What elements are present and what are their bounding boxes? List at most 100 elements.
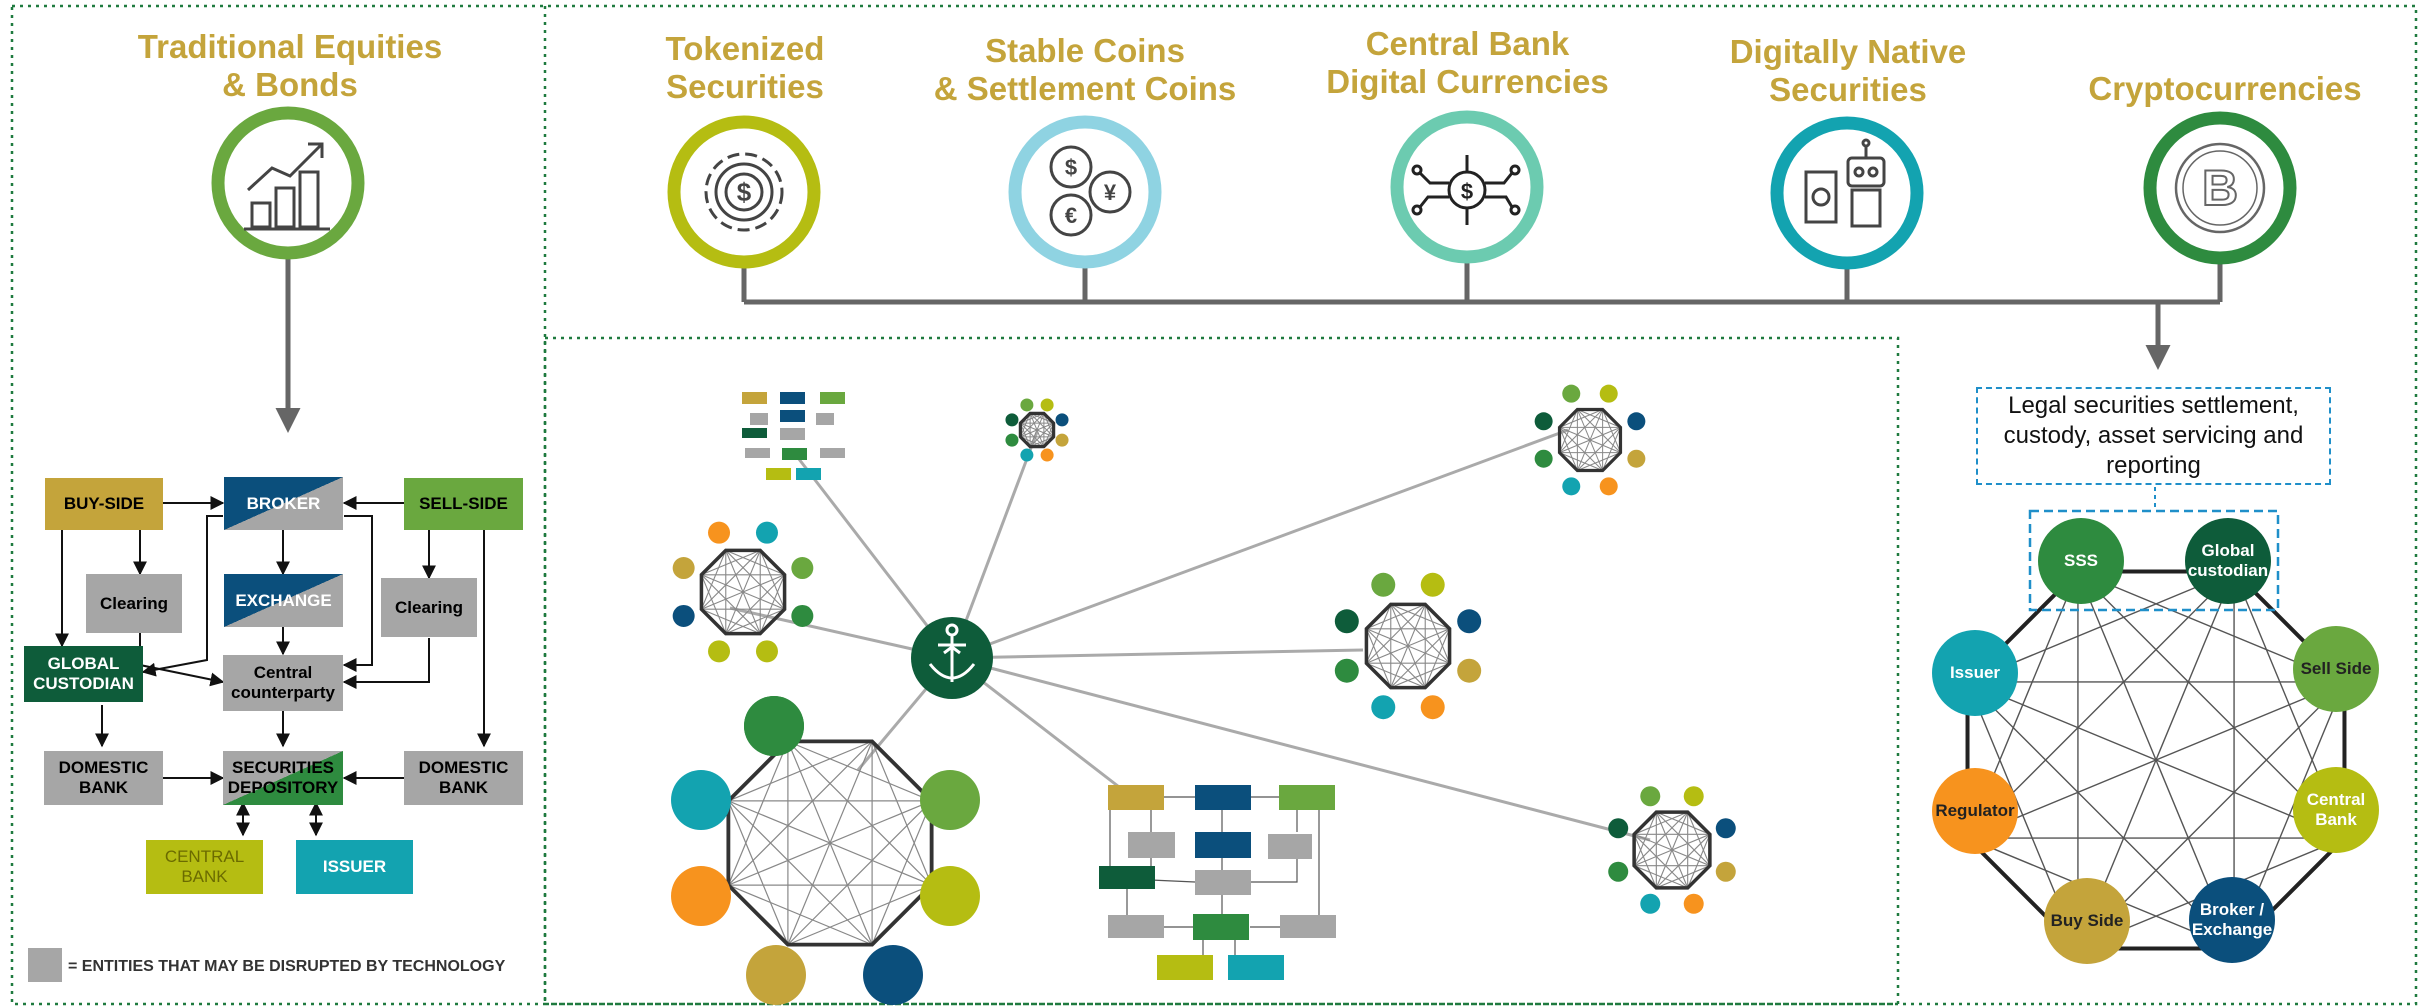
network-cluster-left-node	[672, 604, 695, 627]
network-cluster-right-node	[1420, 695, 1445, 720]
outer-frame	[10, 4, 2418, 1006]
network-cluster-right-node	[1420, 572, 1445, 597]
icon-connectors	[275, 252, 2223, 433]
network-cluster-large-node	[920, 770, 980, 830]
network-cluster-left-node	[755, 521, 778, 544]
network-cluster-bottom-right-node	[1640, 893, 1661, 914]
clearing-right-box: Clearing	[381, 578, 477, 637]
buy-side-box: BUY-SIDE	[45, 478, 163, 530]
bitcoin-icon: B	[2143, 111, 2297, 265]
network-cluster-large-node	[744, 696, 804, 756]
clearing-left-box: Clearing	[86, 574, 182, 633]
network-cluster-bottom-right-node	[1715, 861, 1736, 882]
domestic-bank-left-box: DOMESTIC BANK	[44, 751, 163, 805]
growth-chart-icon	[211, 106, 365, 260]
network-cluster-top-right-node	[1627, 449, 1646, 468]
network-cluster-left-node	[708, 521, 731, 544]
gear-dollar-icon: $	[667, 115, 821, 269]
anchor-logo-icon	[911, 617, 993, 699]
network-cluster-left-node	[708, 640, 731, 663]
network-cluster-bottom-right-node	[1608, 861, 1629, 882]
svg-text:¥: ¥	[1104, 180, 1117, 205]
network-cluster-right-node	[1457, 658, 1482, 683]
network-cluster-bottom-right	[1608, 786, 1736, 914]
network-cluster-top-right-node	[1599, 477, 1618, 496]
global-custodian-box: GLOBAL CUSTODIAN	[24, 646, 143, 702]
domestic-bank-right-box: DOMESTIC BANK	[404, 751, 523, 805]
heading-tokenized: Tokenized Securities	[665, 30, 825, 105]
network-cluster-right-node	[1334, 658, 1359, 683]
network-cluster-bottom-right-node	[1683, 893, 1704, 914]
network-cluster-top-right-node	[1534, 449, 1553, 468]
network-cluster-right	[1334, 572, 1482, 720]
network-cluster-left-node	[791, 604, 814, 627]
network-cluster-large-node	[863, 945, 923, 1005]
network-cluster-top-right-node	[1627, 412, 1646, 431]
central-counterparty-box: Central counterparty	[223, 655, 343, 711]
network-cluster-large-node	[671, 866, 731, 926]
legal-settlement-box: Legal securities settlement, custody, as…	[1976, 387, 2331, 485]
sss-custodian-highlight	[2028, 509, 2280, 612]
network-cluster-right-node	[1457, 609, 1482, 634]
svg-text:$: $	[737, 177, 752, 207]
network-cluster-small-node	[1005, 413, 1019, 427]
network-cluster-small-node	[1040, 448, 1054, 462]
network-cluster-small-node	[1020, 398, 1034, 412]
node-broker-exchange: Broker / Exchange	[2189, 877, 2275, 963]
network-cluster-bottom-right-node	[1640, 786, 1661, 807]
legend-text: = ENTITIES THAT MAY BE DISRUPTED BY TECH…	[68, 958, 506, 975]
flowchart-arrows	[55, 496, 491, 837]
network-cluster-large	[671, 696, 980, 1005]
robot-money-icon	[1770, 116, 1924, 270]
exchange-box: EXCHANGE	[224, 574, 343, 627]
node-sell-side: Sell Side	[2293, 626, 2379, 712]
network-cluster-bottom-right-node	[1608, 818, 1629, 839]
network-cluster-small-node	[1040, 398, 1054, 412]
hub-spokes	[729, 428, 1651, 842]
network-cluster-large-node	[671, 770, 731, 830]
legend-swatch	[28, 948, 62, 982]
network-cluster-left	[672, 521, 814, 663]
heading-cbdc: Central Bank Digital Currencies	[1326, 25, 1609, 100]
circuit-dollar-icon: $	[1390, 110, 1544, 264]
node-regulator: Regulator	[1932, 768, 2018, 854]
network-cluster-right-node	[1371, 695, 1396, 720]
node-sss: SSS	[2038, 518, 2124, 604]
network-cluster-small-node	[1055, 433, 1069, 447]
network-cluster-top-right-node	[1599, 384, 1618, 403]
network-cluster-right-node	[1334, 609, 1359, 634]
network-cluster-small-node	[1055, 413, 1069, 427]
svg-text:€: €	[1065, 203, 1077, 228]
network-cluster-right-node	[1371, 572, 1396, 597]
network-cluster-bottom-right-node	[1683, 786, 1704, 807]
mini-flowchart-bottom	[1099, 785, 1336, 980]
network-cluster-top-right-node	[1562, 477, 1581, 496]
network-cluster-left-node	[755, 640, 778, 663]
heading-crypto: Cryptocurrencies	[2088, 70, 2362, 107]
network-cluster-top-right	[1534, 384, 1646, 496]
svg-text:$: $	[1461, 179, 1473, 204]
heading-digital-native: Digitally Native Securities	[1729, 33, 1967, 108]
mini-flowchart-top	[742, 392, 845, 480]
heading-stable: Stable Coins & Settlement Coins	[933, 32, 1237, 107]
network-cluster-small-node	[1005, 433, 1019, 447]
node-central-bank: Central Bank	[2293, 767, 2379, 853]
right-network-graph	[1965, 569, 2347, 951]
network-cluster-bottom-right-node	[1715, 818, 1736, 839]
network-cluster-small-node	[1020, 448, 1034, 462]
node-buy-side: Buy Side	[2044, 878, 2130, 964]
network-cluster-group	[671, 384, 1736, 1005]
svg-text:$: $	[1065, 155, 1077, 180]
network-cluster-left-node	[672, 557, 695, 580]
network-cluster-large-node	[746, 945, 806, 1005]
sell-side-box: SELL-SIDE	[404, 478, 523, 530]
network-cluster-top-right-node	[1562, 384, 1581, 403]
heading-traditional: Traditional Equities & Bonds	[137, 28, 443, 103]
network-cluster-left-node	[791, 557, 814, 580]
broker-box: BROKER	[224, 477, 343, 530]
central-bank-box: CENTRAL BANK	[146, 840, 263, 894]
center-panel-frame	[543, 336, 1900, 1006]
node-global-custodian: Global custodian	[2185, 518, 2271, 604]
